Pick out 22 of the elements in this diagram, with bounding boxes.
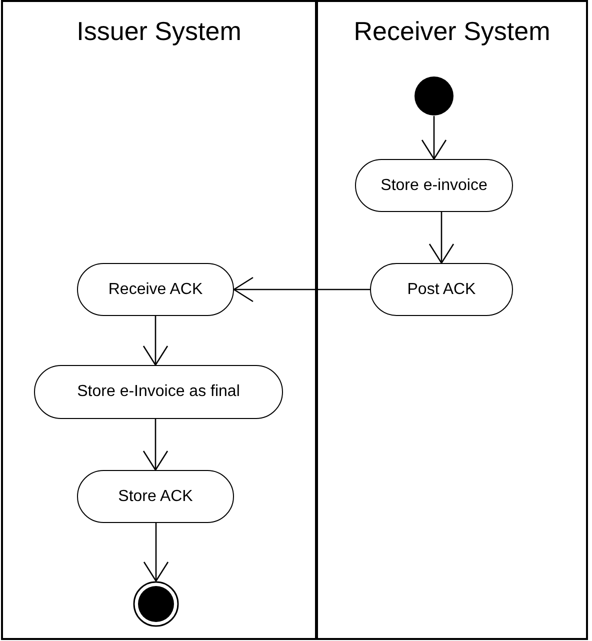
- swimlane: [316, 0, 588, 640]
- start-node: [414, 76, 454, 116]
- arrow: [142, 316, 168, 366]
- arrow: [143, 523, 169, 582]
- end-node: [133, 581, 179, 627]
- arrow: [428, 212, 454, 264]
- activity-label: Store e-Invoice as final: [77, 383, 240, 401]
- lane-title: Receiver System: [352, 16, 552, 47]
- arrow: [142, 419, 168, 471]
- activity-box: [77, 470, 234, 523]
- swimlane: [1, 0, 317, 640]
- arrow: [233, 276, 370, 302]
- activity-box: [355, 159, 513, 212]
- activity-box: [34, 365, 283, 419]
- arrow: [421, 116, 447, 160]
- activity-label: Post ACK: [407, 280, 476, 298]
- lane-title: Issuer System: [76, 16, 242, 47]
- activity-label: Store ACK: [118, 488, 193, 506]
- activity-label: Store e-invoice: [380, 176, 488, 194]
- activity-box: [77, 263, 234, 316]
- activity-label: Receive ACK: [108, 280, 203, 298]
- activity-box: [370, 263, 513, 316]
